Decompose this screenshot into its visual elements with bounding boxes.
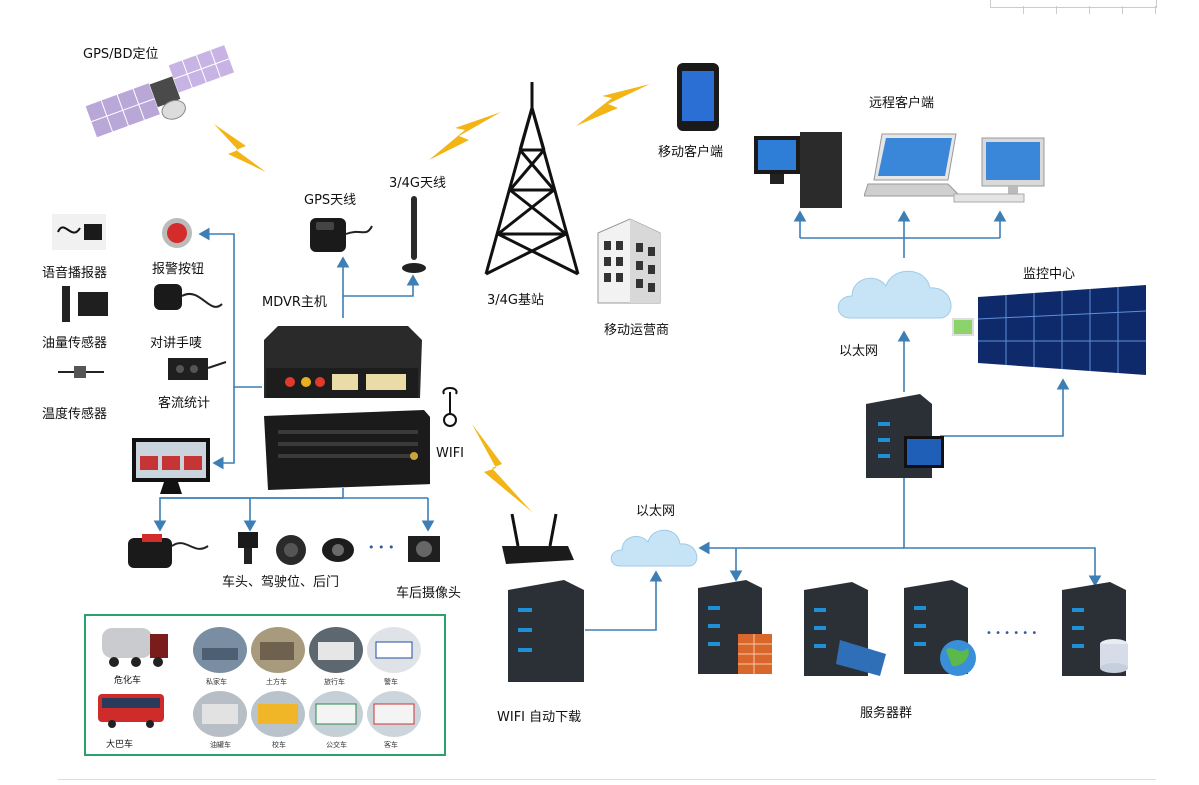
remote-client-label: 远程客户端	[869, 96, 935, 111]
temperature-sensor-icon	[58, 366, 104, 378]
laptop-icon	[864, 133, 960, 197]
cellular-antenna-icon	[402, 196, 426, 273]
thumb-label: 土方车	[266, 678, 287, 686]
intercom-mic-icon	[154, 284, 223, 310]
rear-camera-icon	[408, 536, 440, 562]
dashcam-icon	[128, 534, 209, 568]
network-switch-icon	[952, 318, 974, 336]
thumb-label: 旅行车	[324, 678, 345, 686]
desktop-pc-icon	[754, 132, 842, 208]
vehicle-thumbnails-top	[193, 627, 421, 673]
lightning-icon	[429, 112, 501, 160]
dome-camera-icon	[322, 538, 354, 562]
monitor-center-label: 监控中心	[1023, 267, 1076, 282]
alarm-button-icon	[162, 218, 192, 248]
wifi-download-server-icon	[508, 580, 584, 682]
camera-icon	[238, 532, 258, 564]
base-station-label: 3/4G基站	[487, 293, 544, 308]
server-dots: • • • • • •	[986, 628, 1038, 639]
thumb-label: 校车	[272, 741, 286, 749]
database-server-icon	[1062, 582, 1128, 676]
hazmat-truck-icon	[102, 628, 168, 667]
central-server-icon	[866, 394, 944, 478]
media-server-icon	[804, 582, 886, 676]
mobile-client-label: 移动客户端	[658, 145, 724, 160]
voice-announcer-label: 语音播报器	[42, 266, 108, 281]
gps-antenna-icon	[310, 218, 373, 252]
cloud-icon	[610, 529, 698, 567]
satellite-icon	[84, 43, 236, 138]
web-server-icon	[904, 580, 976, 676]
firewall-server-icon	[698, 580, 772, 674]
video-wall-icon	[977, 285, 1147, 375]
mdvr-device-icon	[264, 326, 430, 490]
bus-label: 大巴车	[106, 740, 134, 750]
thumb-label: 公交车	[326, 741, 347, 749]
dome-camera-icon	[276, 535, 306, 565]
thumb-label: 客车	[384, 741, 398, 749]
lightning-icon	[576, 84, 650, 126]
lightning-icon	[214, 124, 266, 172]
temp-sensor-label: 温度传感器	[42, 407, 108, 422]
coach-bus-icon	[98, 694, 164, 728]
gps-bd-label: GPS/BD定位	[83, 47, 159, 62]
mdvr-label: MDVR主机	[262, 295, 327, 310]
thumb-label: 油罐车	[210, 741, 231, 749]
vehicle-thumbnails-bottom	[193, 691, 421, 737]
building-icon	[597, 218, 661, 304]
camera-dots: • • •	[368, 541, 395, 554]
antenna-34g-label: 3/4G天线	[389, 176, 446, 191]
hazmat-label: 危化车	[114, 676, 142, 686]
alarm-button-label: 报警按钮	[152, 262, 205, 277]
oil-sensor-label: 油量传感器	[42, 336, 108, 351]
cameras-label: 车头、驾驶位、后门	[222, 575, 340, 590]
rear-camera-label: 车后摄像头	[396, 586, 462, 601]
passenger-counter-icon	[168, 358, 227, 380]
passenger-counter-label: 客流统计	[158, 396, 211, 411]
thumb-label: 私家车	[206, 678, 227, 686]
ethernet-bottom-label: 以太网	[636, 504, 676, 519]
smartphone-icon	[677, 63, 719, 131]
wifi-label: WIFI	[436, 446, 464, 461]
mobile-operator-label: 移动运营商	[604, 323, 670, 338]
wifi-download-label: WIFI 自动下载	[497, 710, 582, 725]
wifi-router-icon	[502, 513, 574, 564]
server-group-label: 服务器群	[860, 706, 913, 721]
wifi-antenna-icon	[442, 386, 458, 427]
all-in-one-pc-icon	[953, 137, 1045, 203]
cloud-icon	[837, 270, 952, 319]
top-right-grid-fragment	[990, 0, 1157, 14]
cell-tower-icon	[484, 82, 580, 276]
lightning-icon	[472, 424, 532, 512]
voice-announcer-icon	[52, 214, 106, 250]
oil-sensor-icon	[62, 286, 108, 322]
bottom-divider	[58, 779, 1156, 780]
ethernet-top-label: 以太网	[839, 344, 879, 359]
vehicle-monitor-icon	[132, 438, 210, 494]
intercom-label: 对讲手唛	[150, 336, 203, 351]
gps-antenna-label: GPS天线	[304, 193, 357, 208]
thumb-label: 警车	[384, 678, 398, 686]
